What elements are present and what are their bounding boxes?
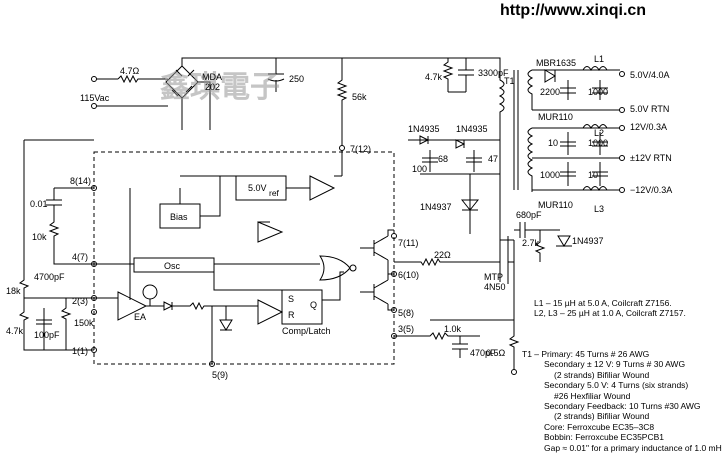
label-vref: 5.0V <box>248 183 267 193</box>
label-r22: 22Ω <box>434 250 451 260</box>
label-c100: 100 <box>412 164 428 174</box>
label-bridge-num: 202 <box>205 82 221 92</box>
label-r: R <box>288 310 295 320</box>
note-l23: L2, L3 – 25 µH at 1.0 A, Coilcraft Z7157… <box>534 308 686 319</box>
label-pin4-7: 4(7) <box>72 252 89 262</box>
label-c3300: 3300pF <box>478 68 509 78</box>
label-pin6-10: 6(10) <box>398 270 420 280</box>
site-url[interactable]: http://www.xinqi.cn <box>500 2 647 19</box>
t1-line5: #26 Hexfiliar Wound <box>554 390 631 401</box>
t1-line3: (2 strands) Bifiliar Wound <box>554 369 650 380</box>
label-d-mbr: MBR1635 <box>536 58 577 68</box>
label-bias: Bias <box>170 212 188 222</box>
label-d-mur110b: MUR110 <box>538 200 573 210</box>
label-r1k: 1.0k <box>444 324 462 334</box>
label-c1000b: 1000 <box>588 138 609 148</box>
label-r27k: 2.7k <box>522 238 540 248</box>
note-l1: L1 – 15 µH at 5.0 A, Coilcraft Z7156. <box>534 298 672 308</box>
label-osc: Osc <box>164 261 181 271</box>
label-c10b: 10 <box>588 170 599 180</box>
ea-amp <box>117 291 148 321</box>
t1-line2: Secondary ± 12 V: 9 Turns # 30 AWG <box>544 359 686 370</box>
label-ea: EA <box>134 312 147 322</box>
label-r150k: 150k <box>74 318 94 328</box>
label-pin5-8: 5(8) <box>398 308 415 318</box>
label-l1: L1 <box>594 54 605 64</box>
label-r47k: 4.7k <box>425 72 443 82</box>
ic-boundary <box>93 151 395 365</box>
label-c1000a: 1000 <box>588 87 609 97</box>
label-d-1n4937b: 1N4937 <box>572 236 604 246</box>
label-d-mur110a: MUR110 <box>538 112 573 122</box>
label-r05: 0.5Ω <box>486 348 506 358</box>
label-comp: Comp/Latch <box>282 326 331 336</box>
label-vac: 115Vac <box>80 93 110 103</box>
watermark: 鑫琪電子 <box>160 71 280 104</box>
label-d-1n4935a: 1N4935 <box>408 124 440 134</box>
label-r-in: 4.7Ω <box>120 66 140 76</box>
label-mtp2: 4N50 <box>484 282 506 292</box>
t1-line7: (2 strands) Bifiliar Wound <box>554 411 650 422</box>
label-c68: 68 <box>438 154 449 164</box>
label-l3: L3 <box>594 204 605 214</box>
label-out12n: −12V/0.3A <box>630 185 673 195</box>
label-out12rtn: ±12V RTN <box>630 153 672 163</box>
comp-amp <box>257 299 284 325</box>
t1-line4: Secondary 5.0 V: 4 Turns (six strands) <box>544 380 689 391</box>
transformer-spec: T1 – Primary: 45 Turns # 26 AWG Secondar… <box>522 349 722 453</box>
osc-block <box>133 257 215 273</box>
t1-line10: Gap ≈ 0.01" for a primary inductance of … <box>544 442 722 453</box>
inductor-notes: L1 – 15 µH at 5.0 A, Coilcraft Z7156. L2… <box>534 298 686 319</box>
label-c47: 47 <box>488 154 499 164</box>
label-r56k: 56k <box>352 92 367 102</box>
label-pin7-11: 7(11) <box>398 238 419 248</box>
label-c470: 470pF <box>470 348 496 358</box>
label-c680: 680pF <box>516 210 542 220</box>
label-d-1n4935b: 1N4935 <box>456 124 488 134</box>
label-out12p: 12V/0.3A <box>630 122 668 132</box>
label-c001: 0.01 <box>30 199 48 209</box>
t1-line9: Bobbin: Ferroxcube EC35PCB1 <box>544 432 665 443</box>
label-out5rtn: 5.0V RTN <box>630 104 670 114</box>
label-mtp: MTP <box>484 272 503 282</box>
t1-line6: Secondary Feedback: 10 Turns #30 AWG <box>544 401 701 412</box>
label-c250: 250 <box>289 74 305 84</box>
t1-line8: Core: Ferroxcube EC35–3C8 <box>544 421 655 432</box>
label-pin5-9: 5(9) <box>212 370 229 380</box>
label-pin3-5: 3(5) <box>398 324 415 334</box>
label-d-1n4937a: 1N4937 <box>420 202 452 212</box>
label-vref-sub: ref <box>269 188 279 198</box>
label-pin8-14: 8(14) <box>70 176 92 186</box>
label-c1000c: 1000 <box>540 170 561 180</box>
t1-line1: T1 – Primary: 45 Turns # 26 AWG <box>522 349 650 359</box>
label-pin2-3: 2(3) <box>72 296 89 306</box>
label-s: S <box>288 294 295 304</box>
label-r18k: 18k <box>6 286 21 296</box>
label-pin1-1: 1(1) <box>72 346 89 356</box>
label-out5v: 5.0V/4.0A <box>630 70 670 80</box>
label-pin7-12: 7(12) <box>350 144 372 154</box>
label-c100pf: 100pF <box>34 330 60 340</box>
label-r10k: 10k <box>32 232 47 242</box>
label-t1: T1 <box>504 76 515 86</box>
label-c4700: 4700pF <box>34 272 65 282</box>
label-bridge: MDA <box>202 72 222 82</box>
label-l2: L2 <box>594 128 605 138</box>
label-c2200: 2200 <box>540 87 561 97</box>
label-c10a: 10 <box>548 138 559 148</box>
latch-block <box>281 289 323 325</box>
nor-gate <box>319 255 351 281</box>
label-r47kb: 4.7k <box>6 326 24 336</box>
label-q: Q <box>310 300 318 310</box>
